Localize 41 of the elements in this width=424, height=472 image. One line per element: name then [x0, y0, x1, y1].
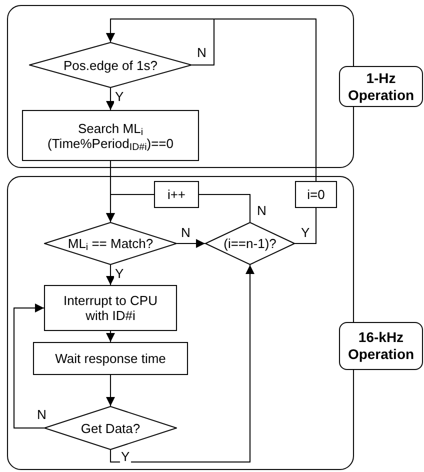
process-box [33, 342, 188, 375]
edge-label: Y [300, 226, 311, 240]
process-box [154, 181, 199, 208]
edge-label: N [256, 204, 268, 218]
edge-label: N [196, 46, 208, 60]
decision-diamond [205, 222, 295, 265]
section-tag [339, 66, 423, 107]
arrow [176, 239, 206, 248]
step-text: ML$_{i}$ == Match? [68, 236, 154, 251]
step-text: i=0 [307, 187, 325, 202]
edge-label: Y [114, 90, 125, 104]
step-text: Wait response time [55, 351, 166, 366]
step-text: Get Data? [80, 420, 140, 436]
step-text: Search ML$_{i}$ (Time%Period$_{ID#i}$)==0 [46, 120, 174, 150]
edge-label: Y [120, 450, 131, 464]
arrow [106, 194, 154, 222]
section-label: 16-kHz Operation [346, 329, 416, 363]
process-box [295, 181, 337, 208]
process-box [22, 110, 199, 161]
decision-diamond [29, 42, 192, 88]
step-text: Interrupt to CPU with ID#i [62, 293, 158, 323]
arrow [106, 374, 115, 406]
process-box [44, 285, 177, 331]
step-text: (i==n-1)? [224, 236, 276, 251]
connector-line [294, 208, 316, 244]
section-label: 1-Hz Operation [346, 70, 416, 104]
step-text: Pos.edge of 1s? [64, 58, 158, 72]
decision-diamond [44, 222, 177, 265]
arrow [106, 264, 115, 286]
connector-line [198, 194, 250, 222]
arrow [110, 264, 254, 462]
edge-label: Y [114, 267, 125, 281]
step-text: i++ [167, 187, 186, 202]
edge-label: N [36, 408, 48, 422]
arrow [14, 304, 44, 428]
arrow [106, 18, 214, 66]
section-tag [339, 322, 423, 370]
arrow [106, 88, 115, 110]
edge-label: N [180, 226, 192, 240]
arrow [106, 330, 115, 342]
decision-diamond [44, 406, 177, 450]
